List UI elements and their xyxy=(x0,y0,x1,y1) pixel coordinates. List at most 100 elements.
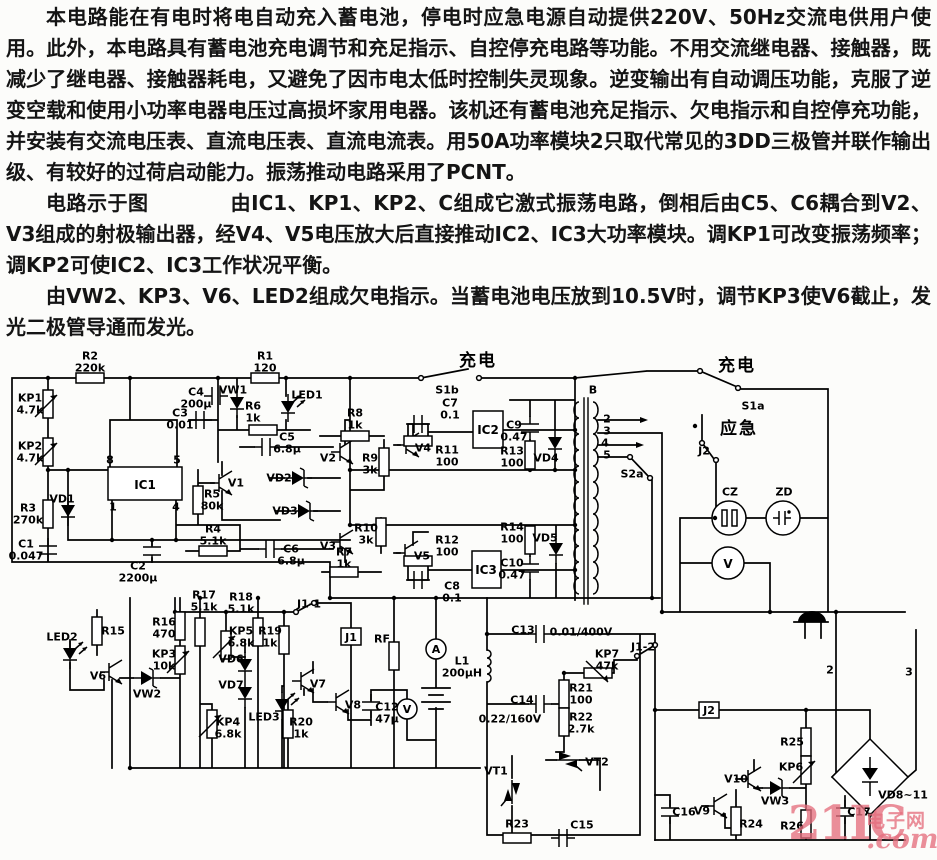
schematic-label: J1-2 xyxy=(631,640,655,654)
schematic-label: J1-1 xyxy=(297,597,321,611)
schematic-label: LED3 xyxy=(248,710,280,724)
schematic-label: V3 xyxy=(319,539,337,553)
relay-j2-box: J2 xyxy=(698,701,720,719)
schematic-label: C15 xyxy=(570,818,594,832)
schematic-label: C14 xyxy=(510,693,534,707)
rv-symbol-icon xyxy=(194,617,206,647)
schematic-label: R16 470 xyxy=(152,615,176,640)
schematic-label: S1b xyxy=(435,383,459,397)
schematic-label: R20 1k xyxy=(289,715,313,740)
rv-symbol-icon xyxy=(558,679,570,709)
schematic-label: S1a xyxy=(741,399,765,413)
schematic-label: R9 3k xyxy=(361,451,379,476)
schematic-label: VW3 xyxy=(760,794,790,808)
ammeter: A xyxy=(425,638,447,660)
schematic-label: C13 xyxy=(511,623,535,637)
schematic-label: R10 3k xyxy=(354,521,378,546)
schematic-label: C17 xyxy=(847,805,871,819)
schematic-label: C10 0.47 xyxy=(498,556,526,581)
ic3-label: IC3 xyxy=(475,563,497,577)
svg-text:A: A xyxy=(432,643,441,656)
schematic-label: VT1 xyxy=(484,764,508,778)
battery-symbol xyxy=(421,687,451,710)
schematic-label: KP3 10k xyxy=(151,647,177,672)
schematic-label: C6 6.8μ xyxy=(277,542,305,567)
ic1-box: IC1 xyxy=(107,466,183,501)
schematic-label: VT2 xyxy=(585,755,609,769)
schematic-label: C12 47μ xyxy=(375,700,399,725)
transformer-secondary xyxy=(592,401,599,595)
schematic-label: ZD xyxy=(775,485,793,499)
schematic-label: KP7 47k xyxy=(594,647,620,672)
ic2-box: IC2 xyxy=(472,410,504,449)
description-text: 本电路能在有电时将电自动充入蓄电池，停电时应急电源自动提供220V、50Hz交流… xyxy=(6,2,931,343)
schematic-label: 0.22/160V xyxy=(478,712,542,726)
schematic-label: 5 xyxy=(603,448,611,462)
transformer-primary xyxy=(573,401,580,595)
voltmeter-ac: V xyxy=(711,546,745,580)
socket-zd xyxy=(765,500,801,536)
schematic-label: R17 5.1k xyxy=(190,588,218,613)
coil-symbol-icon xyxy=(486,649,492,683)
schematic-label: 应急 xyxy=(720,419,758,439)
schematic-label: R24 xyxy=(739,817,763,831)
schematic-label: R1 120 xyxy=(253,349,277,374)
paragraph-1: 本电路能在有电时将电自动充入蓄电池，停电时应急电源自动提供220V、50Hz交流… xyxy=(6,5,931,184)
schematic-label: VD5 xyxy=(532,531,558,545)
schematic-label: J2 xyxy=(698,444,710,458)
schematic-label: V5 xyxy=(413,549,431,563)
schematic-label: 5 xyxy=(173,453,181,467)
schematic-label: VD7 xyxy=(218,678,244,692)
schematic-label: C1 0.047 xyxy=(8,537,44,562)
rv-symbol-icon xyxy=(378,447,390,477)
schematic-label: C8 0.1 xyxy=(442,579,462,604)
schematic-label: VD8~11 xyxy=(878,788,928,802)
voltmeter-dc: V xyxy=(396,698,418,720)
schematic-label: 充电 xyxy=(718,356,756,376)
schematic-label: C7 0.1 xyxy=(440,396,460,421)
schematic-label: V4 xyxy=(414,441,432,455)
schematic-label: 2 xyxy=(826,663,834,677)
schematic-label: R6 1k xyxy=(244,399,262,424)
schematic-label: LED2 xyxy=(46,630,78,644)
rv-symbol-icon xyxy=(388,641,400,671)
schematic-label: R12 100 xyxy=(435,533,459,558)
socket-cz xyxy=(711,500,747,536)
schematic-label: L1 200μH xyxy=(441,654,483,679)
schematic-label: R5 80k xyxy=(200,487,224,512)
schematic-label: V6 xyxy=(89,669,107,683)
schematic-label: R18 5.1k xyxy=(227,590,255,615)
rh-symbol-icon xyxy=(75,372,105,384)
j1-label: J1 xyxy=(344,631,357,644)
schematic-label: B xyxy=(588,383,598,397)
schematic-label: C5 6.8μ xyxy=(273,430,301,455)
schematic-label: R19 1k xyxy=(258,624,282,649)
schematic-label: V2 xyxy=(319,451,337,465)
schematic-label: R14 100 xyxy=(500,520,524,545)
schematic-label: C2 2200μ xyxy=(118,559,158,584)
schematic-label: KP4 6.8k xyxy=(214,715,242,740)
schematic-label: R13 100 xyxy=(500,444,524,469)
schematic-label: S2a xyxy=(620,467,644,481)
schematic-label: LED1 xyxy=(291,388,323,402)
bridge-rectifier xyxy=(830,737,910,817)
schematic-label: 2 xyxy=(603,412,611,426)
schematic-label: 8 xyxy=(106,453,114,467)
schematic-label: KP1 4.7k xyxy=(16,391,44,416)
schematic-label: 3 xyxy=(905,665,913,679)
paragraph-3: 由VW2、KP3、V6、LED2组成欠电指示。当蓄电池电压放到10.5V时，调节… xyxy=(6,284,931,339)
schematic-label: RF xyxy=(374,632,390,646)
schematic-label: VD1 xyxy=(49,492,75,506)
schematic-label: V10 xyxy=(724,772,748,786)
tr-symbol-icon xyxy=(555,751,583,772)
schematic-label: KP2 4.7k xyxy=(16,439,44,464)
schematic-label: 3 xyxy=(603,424,611,438)
tr-symbol-icon xyxy=(500,779,521,807)
schematic-label: VW1 xyxy=(218,383,248,397)
schematic-label: C16 xyxy=(672,805,696,819)
schematic-label: R23 xyxy=(505,817,529,831)
schematic-label: VD6 xyxy=(218,652,244,666)
schematic-label: R2 220k xyxy=(74,349,106,374)
schematic-label: 0.01/400V xyxy=(549,625,613,639)
